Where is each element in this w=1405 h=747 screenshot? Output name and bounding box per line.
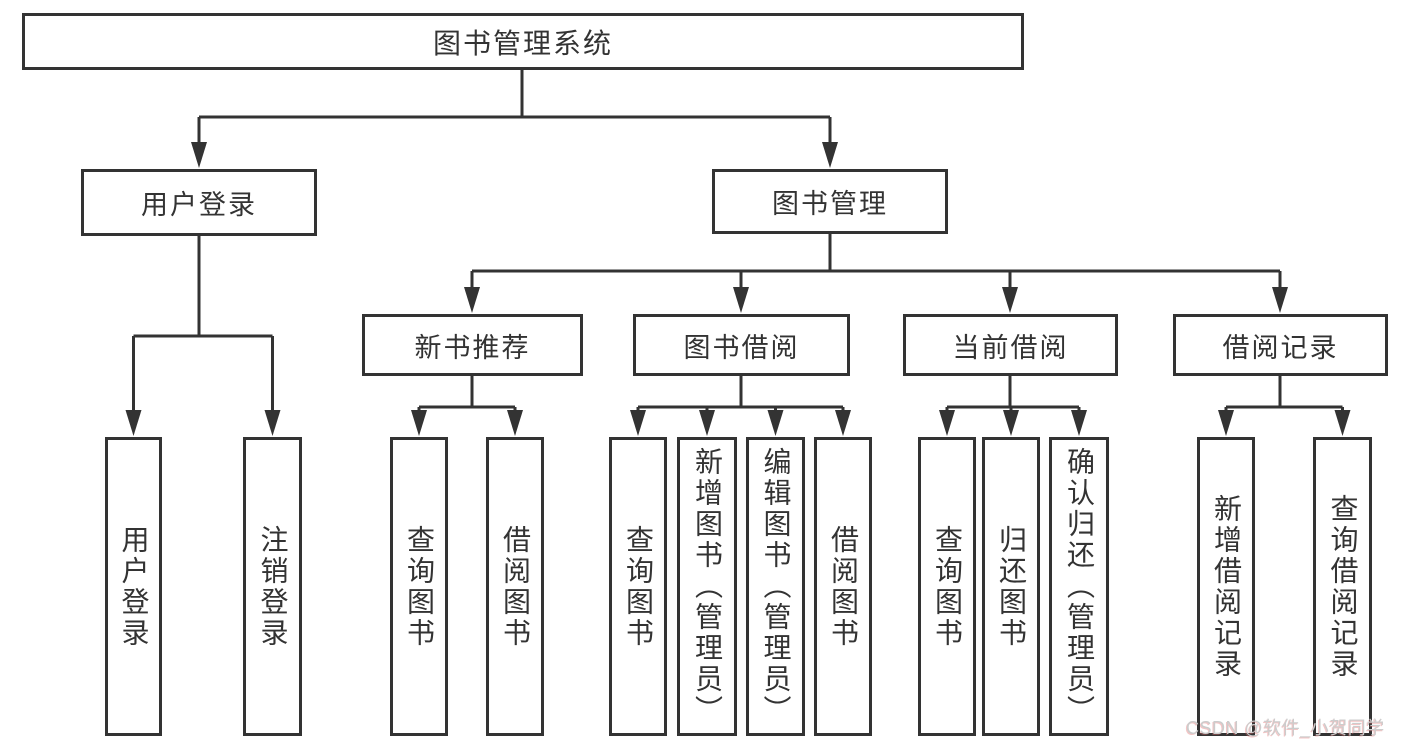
node-label: 新增借阅记录 <box>1211 493 1242 680</box>
arrow-down-icon <box>507 410 523 436</box>
arrow-down-icon <box>822 142 838 168</box>
arrow-down-icon <box>125 410 142 436</box>
node-label: 查询借阅记录 <box>1327 493 1359 680</box>
node-label: 借阅图书 <box>828 524 859 649</box>
node-new-book-recommendation: 新书推荐 <box>362 314 583 376</box>
leaf-add-books-admin: 新增图书（管理员） <box>677 437 737 736</box>
arrowhead-icons <box>125 142 1351 436</box>
node-label: 图书管理系统 <box>432 27 613 59</box>
leaf-confirm-return-admin: 确认归还（管理员） <box>1049 437 1109 736</box>
arrow-down-icon <box>630 410 646 436</box>
node-library-management-system: 图书管理系统 <box>22 13 1024 70</box>
node-label: 查询图书 <box>623 524 654 649</box>
watermark: CSDN @软件_小贺同学 <box>1186 714 1385 740</box>
arrow-down-icon <box>264 410 281 436</box>
arrow-down-icon <box>191 142 207 168</box>
node-label: 查询图书 <box>932 524 963 649</box>
arrow-down-icon <box>464 287 480 313</box>
leaf-return-books: 归还图书 <box>982 437 1040 736</box>
arrow-down-icon <box>411 410 427 436</box>
node-book-management: 图书管理 <box>712 169 948 234</box>
leaf-query-books-borrowing: 查询图书 <box>609 437 667 736</box>
leaf-logout-login: 注销登录 <box>243 437 302 736</box>
node-borrowing-records: 借阅记录 <box>1173 314 1388 376</box>
arrow-down-icon <box>1003 410 1019 436</box>
arrow-down-icon <box>1002 287 1018 313</box>
node-label: 查询图书 <box>404 524 435 649</box>
arrow-down-icon <box>835 410 851 436</box>
arrow-down-icon <box>699 410 715 436</box>
node-label: 用户登录 <box>118 524 150 649</box>
node-label: 当前借阅 <box>952 332 1069 363</box>
leaf-edit-books-admin: 编辑图书（管理员） <box>746 437 805 736</box>
node-label: 借阅图书 <box>500 524 531 649</box>
node-label: 图书管理 <box>772 189 888 219</box>
node-user-login: 用户登录 <box>81 169 317 236</box>
leaf-borrow-books-recommend: 借阅图书 <box>486 437 544 736</box>
arrow-down-icon <box>939 410 955 436</box>
arrow-down-icon <box>733 287 749 313</box>
node-label: 确认归还（管理员） <box>1064 447 1095 726</box>
node-current-borrowing: 当前借阅 <box>903 314 1118 376</box>
leaf-user-login: 用户登录 <box>105 437 162 736</box>
node-label: 用户登录 <box>141 190 257 220</box>
arrow-down-icon <box>1071 410 1087 436</box>
arrow-down-icon <box>1272 287 1288 313</box>
arrow-down-icon <box>767 410 784 436</box>
watermark-text: CSDN @软件_小贺同学 <box>1186 718 1385 738</box>
node-label: 新书推荐 <box>414 332 531 363</box>
node-label: 图书借阅 <box>683 332 800 363</box>
leaf-query-borrow-record: 查询借阅记录 <box>1313 437 1372 736</box>
node-label: 注销登录 <box>257 524 289 649</box>
arrow-down-icon <box>1334 410 1351 436</box>
node-label: 编辑图书（管理员） <box>760 447 792 726</box>
leaf-query-books-current: 查询图书 <box>918 437 976 736</box>
leaf-query-books-recommend: 查询图书 <box>390 437 448 736</box>
node-book-borrowing: 图书借阅 <box>633 314 850 376</box>
node-label: 归还图书 <box>996 524 1027 649</box>
arrow-down-icon <box>1218 410 1234 436</box>
leaf-add-borrow-record: 新增借阅记录 <box>1197 437 1255 736</box>
node-label: 新增图书（管理员） <box>692 447 723 726</box>
node-label: 借阅记录 <box>1222 332 1339 363</box>
leaf-borrow-books-borrowing: 借阅图书 <box>814 437 872 736</box>
